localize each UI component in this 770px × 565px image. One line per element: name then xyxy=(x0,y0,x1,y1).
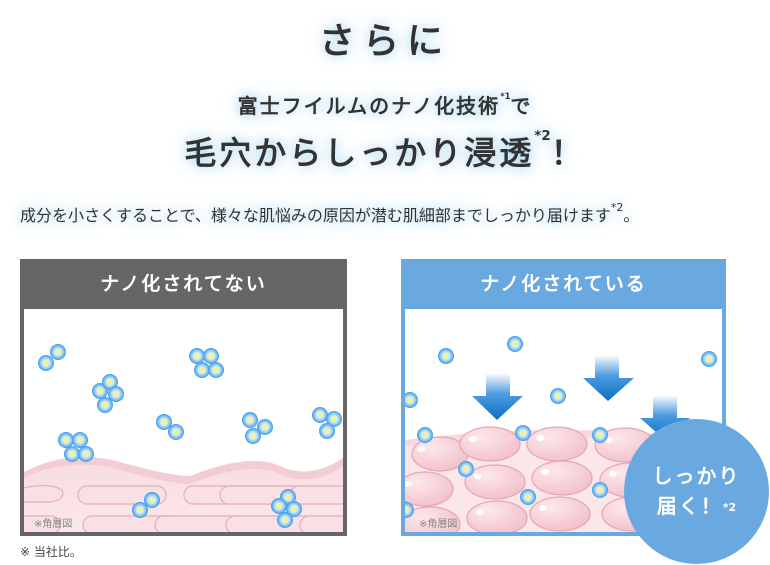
main-heading-end: ！ xyxy=(550,134,586,172)
panel-not-nano: ナノ化されてない xyxy=(20,259,347,536)
skin-illustration-not-nano xyxy=(24,344,343,532)
panel-not-nano-note: ※角層図 xyxy=(34,519,73,530)
footnote: ※ 当社比。 xyxy=(20,545,82,559)
reach-badge: しっかり 届く！*2 xyxy=(624,419,769,564)
subheading-end: で xyxy=(510,94,533,118)
main-heading-text: 毛穴からしっかり浸透 xyxy=(184,134,535,172)
description: 成分を小さくすることで、様々な肌悩みの原因が潜む肌細部までしっかり届けます*2。 xyxy=(20,201,640,226)
subheading-text: 富士フイルムのナノ化技術 xyxy=(237,94,501,118)
main-heading: 毛穴からしっかり浸透*2！ xyxy=(0,128,770,174)
badge-footnote-ref: *2 xyxy=(722,501,737,514)
panel-nano-note: ※角層図 xyxy=(419,519,458,530)
description-end: 。 xyxy=(623,206,640,225)
subheading: 富士フイルムのナノ化技術*1で xyxy=(0,90,770,119)
badge-line1: しっかり xyxy=(652,464,741,488)
panel-not-nano-title: ナノ化されてない xyxy=(20,259,347,309)
footnote-ref-2: *2 xyxy=(534,129,551,145)
description-text: 成分を小さくすることで、様々な肌悩みの原因が潜む肌細部までしっかり届けます xyxy=(20,206,611,225)
description-footnote-ref: *2 xyxy=(610,201,624,214)
panel-not-nano-illustration xyxy=(24,309,343,532)
footnote-ref-1: *1 xyxy=(500,90,511,101)
badge-line2-text: 届く！ xyxy=(656,494,723,518)
badge-line2: 届く！*2 xyxy=(624,491,769,521)
intro-heading: さらに xyxy=(318,21,451,62)
panel-nano-title: ナノ化されている xyxy=(401,259,726,309)
penetration-arrows xyxy=(472,355,690,440)
